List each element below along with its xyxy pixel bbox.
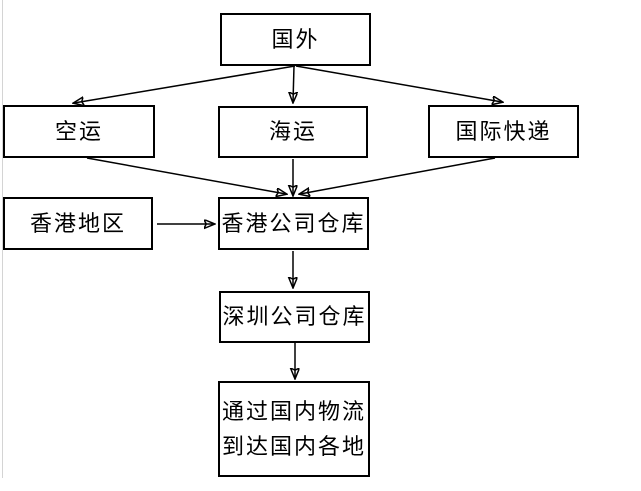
page-edge-line [2, 0, 3, 478]
node-air-freight: 空运 [3, 105, 155, 158]
node-sz-warehouse: 深圳公司仓库 [219, 291, 370, 343]
node-intl-express-label: 国际快递 [455, 118, 552, 144]
arrow-overseas-to-air [74, 65, 296, 103]
node-hk-region-label: 香港地区 [29, 210, 126, 236]
arrow-overseas-to-sea [293, 65, 294, 102]
arrow-express-to-hk-warehouse [300, 157, 496, 194]
node-domestic-delivery-line1: 通过国内物流 [221, 398, 366, 424]
arrow-overseas-to-express [295, 65, 502, 102]
arrow-air-to-hk-warehouse [86, 157, 286, 194]
node-sz-warehouse-label: 深圳公司仓库 [222, 304, 367, 329]
node-air-freight-label: 空运 [54, 118, 103, 144]
node-sea-freight-label: 海运 [268, 119, 317, 144]
node-domestic-delivery: 通过国内物流 到达国内各地 [218, 381, 370, 477]
node-hk-warehouse: 香港公司仓库 [218, 197, 369, 250]
node-intl-express: 国际快递 [428, 105, 579, 158]
node-overseas: 国外 [220, 13, 371, 66]
node-sea-freight: 海运 [218, 106, 368, 158]
node-hk-region: 香港地区 [3, 197, 153, 250]
node-overseas-label: 国外 [271, 26, 320, 52]
node-hk-warehouse-label: 香港公司仓库 [221, 210, 366, 236]
node-domestic-delivery-line2: 到达国内各地 [221, 433, 366, 459]
